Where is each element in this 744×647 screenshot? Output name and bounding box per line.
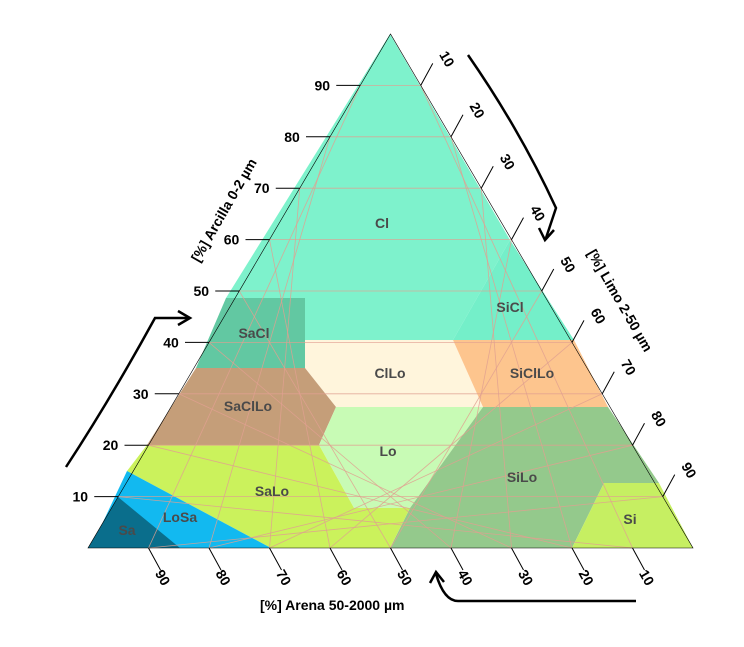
tick-label: 40 [455, 567, 477, 589]
tick-label: 40 [527, 202, 549, 224]
tick-label: 50 [394, 567, 416, 589]
class-label-salo: SaLo [255, 483, 289, 499]
silt-tick [662, 474, 676, 497]
region-si [572, 483, 693, 548]
silt-tick [511, 217, 524, 240]
tick-label: 80 [284, 129, 300, 145]
class-label-sacl: SaCl [238, 325, 269, 341]
silt-direction-arrow [466, 54, 558, 243]
class-label-lo: Lo [379, 443, 396, 459]
grid-line [420, 85, 633, 549]
silt-tick [420, 63, 434, 86]
tick-label: 80 [648, 408, 670, 430]
clay-direction-arrow [64, 309, 193, 468]
grid-line [238, 290, 391, 549]
silt-tick [480, 165, 494, 189]
region-cllo [305, 340, 483, 407]
silt-tick [450, 114, 464, 138]
class-label-sa: Sa [118, 522, 135, 538]
grid-line [178, 393, 512, 549]
sand-tick [390, 547, 403, 571]
tick-label: 80 [213, 567, 235, 589]
grid-line [390, 290, 543, 549]
tick-label: 90 [152, 567, 174, 589]
tick-label: 70 [273, 567, 295, 589]
tick-label: 20 [576, 567, 598, 589]
class-label-cllo: ClLo [374, 365, 405, 381]
region-sicl [453, 240, 574, 340]
class-label-sicllo: SiClLo [510, 365, 554, 381]
tick-labels: 10 10 90 20 20 80 30 30 70 40 40 60 50 50 50 60 60 40 70 70… [72, 48, 700, 588]
grid-line [208, 342, 452, 549]
grid-line [450, 136, 573, 549]
region-sa [88, 497, 180, 548]
tick-label: 90 [314, 77, 330, 93]
tick-label: 30 [497, 151, 519, 173]
region-sacllo [147, 368, 336, 445]
class-label-si: Si [623, 511, 636, 527]
tick-label: 20 [467, 100, 489, 122]
class-label-cl: Cl [375, 215, 389, 231]
tick-label: 10 [72, 489, 88, 505]
class-label-sicl: SiCl [496, 299, 523, 315]
tick-label: 30 [515, 567, 537, 589]
sand-tick [329, 547, 343, 571]
tick-label: 50 [193, 283, 209, 299]
region-sicllo [453, 340, 608, 407]
sand-tick [148, 547, 161, 571]
tick-label: 40 [163, 334, 179, 350]
tick-label: 10 [436, 48, 458, 70]
tick-label: 30 [133, 386, 149, 402]
sand-tick [269, 547, 282, 571]
tick-label: 60 [334, 567, 356, 589]
region-cl [226, 34, 510, 340]
tick-label: 60 [588, 305, 610, 327]
grid-line [480, 188, 512, 549]
grid-line [118, 496, 633, 549]
tick-label: 70 [618, 357, 640, 379]
axis-ticks [94, 63, 676, 571]
sand-tick [208, 547, 222, 571]
region-silo [390, 407, 659, 548]
tick-label: 70 [254, 180, 270, 196]
grid-lines [118, 85, 663, 549]
tick-label: 60 [224, 232, 240, 248]
clay-axis-title: [%] Arcilla 0-2 µm [188, 156, 260, 265]
silt-tick [571, 320, 585, 343]
sand-tick [450, 547, 464, 571]
tick-label: 90 [678, 459, 700, 481]
sand-direction-arrow [428, 569, 636, 603]
class-label-sacllo: SaClLo [224, 398, 272, 414]
tick-label: 20 [103, 437, 119, 453]
sand-tick [511, 547, 524, 571]
region-lo [319, 407, 483, 508]
silt-tick [601, 371, 615, 395]
sand-tick [632, 547, 645, 571]
silt-axis-title: [%] Limo 2-50 µm [584, 247, 656, 355]
class-label-losa: LoSa [163, 509, 197, 525]
tick-label: 50 [557, 254, 579, 276]
tick-label: 10 [636, 567, 658, 589]
silt-tick [632, 422, 645, 446]
class-label-silo: SiLo [507, 469, 537, 485]
grid-line [148, 444, 573, 549]
sand-tick [571, 547, 585, 571]
silt-tick [541, 268, 555, 292]
grid-line [450, 239, 512, 549]
sand-axis-title: [%] Arena 50-2000 µm [260, 597, 405, 613]
